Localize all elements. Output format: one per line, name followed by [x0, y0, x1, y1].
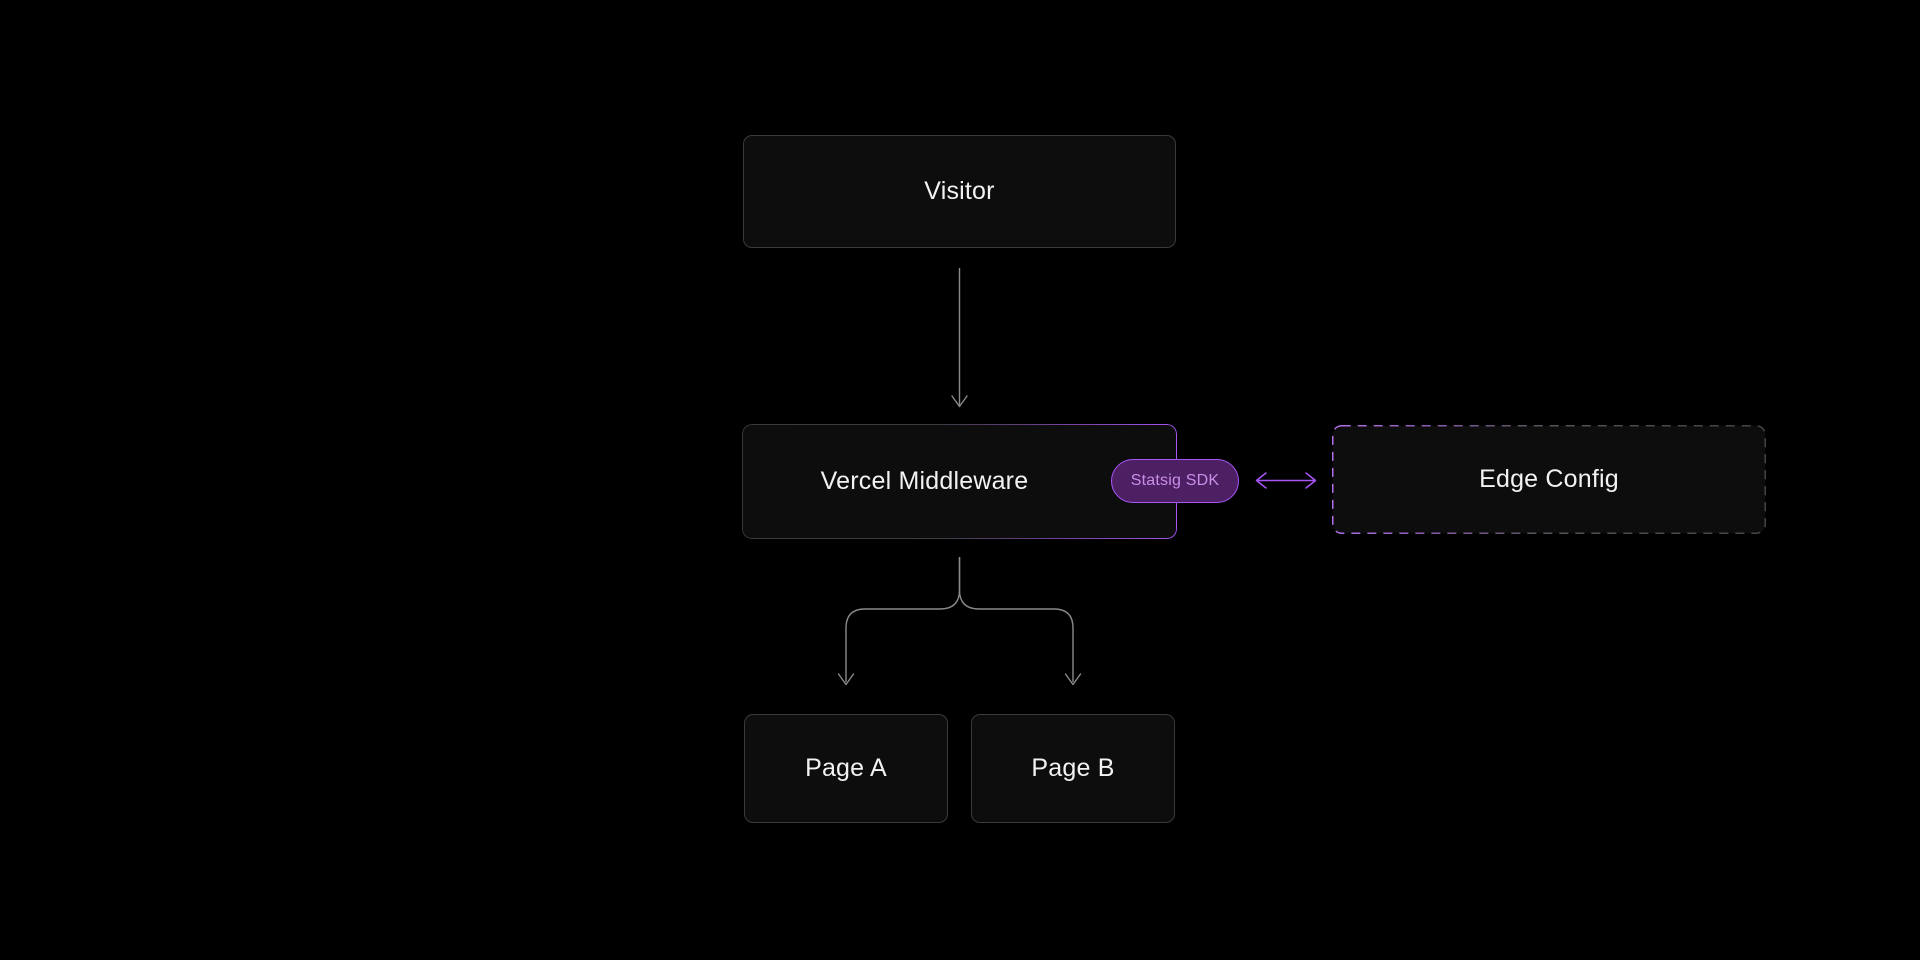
connector-visitor-to-middleware — [951, 268, 968, 408]
badge-statsig-sdk[interactable]: Statsig SDK — [1111, 459, 1239, 503]
node-page-b[interactable]: Page B — [971, 714, 1175, 823]
node-edge-config-label: Edge Config — [1479, 465, 1619, 493]
badge-statsig-sdk-label: Statsig SDK — [1130, 472, 1220, 489]
connector-middleware-to-page-b — [958, 557, 1082, 686]
connector-statsig-sdk-to-edge-config — [1255, 472, 1317, 489]
node-vercel-middleware-label: Vercel Middleware — [820, 467, 1029, 495]
node-visitor-label: Visitor — [924, 177, 995, 205]
node-page-b-label: Page B — [1031, 754, 1115, 782]
node-edge-config[interactable]: Edge Config — [1332, 425, 1766, 534]
node-vercel-middleware[interactable]: Vercel Middleware — [743, 425, 1176, 538]
connector-middleware-to-page-a — [837, 557, 961, 686]
node-page-a[interactable]: Page A — [744, 714, 948, 823]
node-visitor[interactable]: Visitor — [743, 135, 1176, 248]
node-page-a-label: Page A — [805, 754, 887, 782]
